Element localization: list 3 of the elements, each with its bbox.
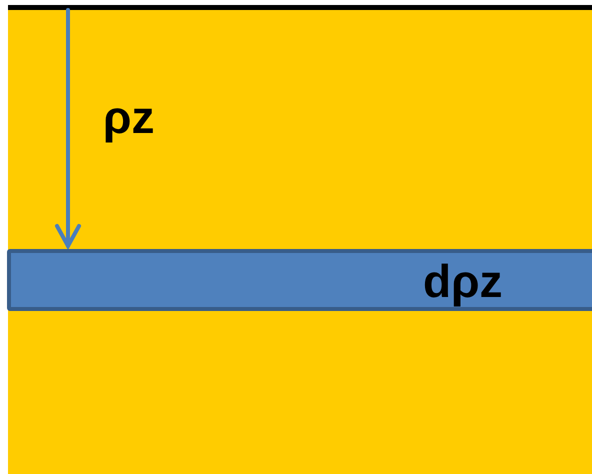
layer-label: dρz	[423, 258, 503, 304]
layer-band	[7, 249, 592, 311]
depth-label: ρz	[103, 94, 154, 140]
